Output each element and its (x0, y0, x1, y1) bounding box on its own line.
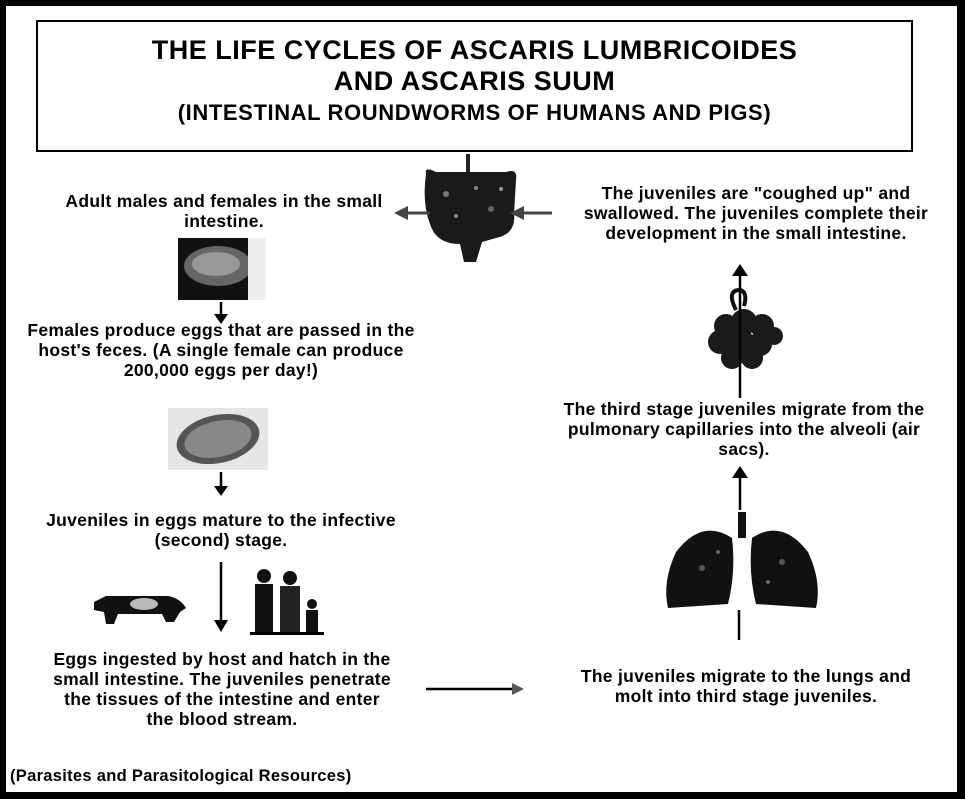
title-line-1: THE LIFE CYCLES OF ASCARIS LUMBRICOIDES (38, 34, 911, 66)
arrow-down-3 (214, 562, 228, 634)
step-lungs: The juveniles migrate to the lungs and m… (566, 666, 926, 706)
title-box: THE LIFE CYCLES OF ASCARIS LUMBRICOIDES … (36, 20, 913, 152)
citation: (Parasites and Parasitological Resources… (10, 767, 352, 786)
step-eggs: Females produce eggs that are passed in … (26, 320, 416, 380)
title-line-3: (INTESTINAL ROUNDWORMS OF HUMANS AND PIG… (38, 98, 911, 128)
arrow-up-2 (732, 264, 748, 400)
arrow-up-1 (732, 466, 748, 512)
step-alveoli: The third stage juveniles migrate from t… (544, 399, 944, 459)
step-coughed: The juveniles are "coughed up" and swall… (566, 183, 946, 243)
pig-icon (88, 590, 190, 626)
lungs-icon (662, 512, 824, 612)
arrow-down-2 (214, 472, 228, 498)
arrow-left-2 (510, 206, 554, 220)
arrow-down-1 (214, 302, 228, 326)
step-adults: Adult males and females in the small int… (54, 191, 394, 231)
human-family-icon (250, 568, 330, 636)
arrow-left-1 (394, 206, 434, 220)
step-infective: Juveniles in eggs mature to the infectiv… (36, 510, 406, 550)
connector-line (734, 610, 744, 642)
title-line-2: AND ASCARIS SUUM (38, 66, 911, 96)
step-ingested: Eggs ingested by host and hatch in the s… (52, 649, 392, 729)
adult-worm-photo-icon (178, 238, 266, 300)
arrow-right (426, 682, 526, 696)
egg-photo-icon (168, 408, 268, 470)
diagram-panel: THE LIFE CYCLES OF ASCARIS LUMBRICOIDES … (6, 6, 957, 792)
